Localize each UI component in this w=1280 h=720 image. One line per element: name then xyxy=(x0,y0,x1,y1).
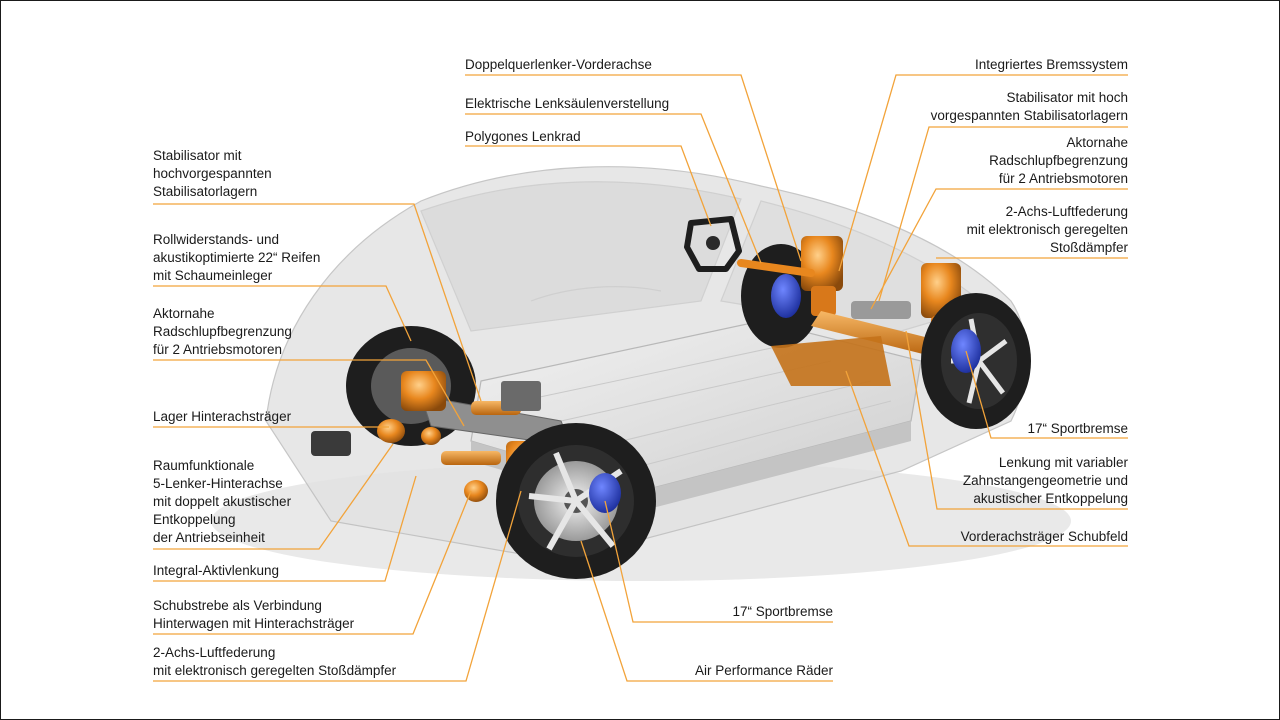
leader-integral xyxy=(153,475,417,582)
leader-lenksaeule xyxy=(465,113,762,264)
leader-reifen xyxy=(153,285,412,342)
label-doppelquerlenker: Doppelquerlenker-Vorderachse xyxy=(465,57,652,72)
label-raumfunktionale: Raumfunktionale 5-Lenker-Hinterachse mit… xyxy=(153,458,292,545)
rear-wheel xyxy=(496,423,656,579)
leader-schubfeld xyxy=(845,370,1128,547)
label-lenkrad: Polygones Lenkrad xyxy=(465,129,581,144)
label-radschlupf-right: Aktornahe Radschlupfbegrenzung für 2 Ant… xyxy=(989,135,1128,186)
label-integral: Integral-Aktivlenkung xyxy=(153,563,280,578)
front-wheel xyxy=(921,293,1031,429)
label-luftfederung-right: 2-Achs-Luftfederung mit elektronisch ger… xyxy=(966,204,1128,255)
leader-lenkung xyxy=(905,330,1128,510)
label-sportbremse-center: 17“ Sportbremse xyxy=(732,604,833,619)
label-reifen: Rollwiderstands- und akustikoptimierte 2… xyxy=(153,232,321,283)
leader-lenkrad xyxy=(465,145,712,227)
label-lenkung: Lenkung mit variabler Zahnstangengeometr… xyxy=(962,455,1128,506)
label-schubfeld: Vorderachsträger Schubfeld xyxy=(960,529,1128,544)
leader-stabilisator-left xyxy=(153,203,482,402)
leader-sportbremse-center xyxy=(604,500,833,623)
label-stabilisator-right: Stabilisator mit hoch vorgespannten Stab… xyxy=(930,90,1128,123)
label-sportbremse-right: 17“ Sportbremse xyxy=(1027,421,1128,436)
leader-luftfederung-left xyxy=(153,490,522,682)
leader-lines xyxy=(153,74,1128,682)
label-lenksaeule: Elektrische Lenksäulenverstellung xyxy=(465,96,670,111)
label-radschlupf-left: Aktornahe Radschlupfbegrenzung für 2 Ant… xyxy=(153,306,292,357)
label-raeder: Air Performance Räder xyxy=(694,663,833,678)
leader-schubstrebe xyxy=(153,490,472,635)
leader-raeder xyxy=(580,540,833,682)
front-axle-assembly xyxy=(737,236,961,386)
leader-radschlupf-right xyxy=(870,188,1128,310)
label-schubstrebe: Schubstrebe als Verbindung Hinterwagen m… xyxy=(153,598,355,631)
leader-raumfunktionale xyxy=(153,443,394,550)
steering-wheel xyxy=(684,216,742,272)
label-luftfederung-left: 2-Achs-Luftfederung mit elektronisch ger… xyxy=(153,645,397,678)
leader-sportbremse-right xyxy=(965,350,1128,439)
leader-doppelquerlenker xyxy=(465,74,802,262)
label-lager: Lager Hinterachsträger xyxy=(153,409,292,424)
leader-stabilisator-right xyxy=(878,126,1128,302)
leader-bremssystem xyxy=(838,74,1128,272)
label-bremssystem: Integriertes Bremssystem xyxy=(974,57,1128,72)
label-stabilisator-left: Stabilisator mit hochvorgespannten Stabi… xyxy=(153,148,272,199)
leader-radschlupf-left xyxy=(153,359,465,427)
